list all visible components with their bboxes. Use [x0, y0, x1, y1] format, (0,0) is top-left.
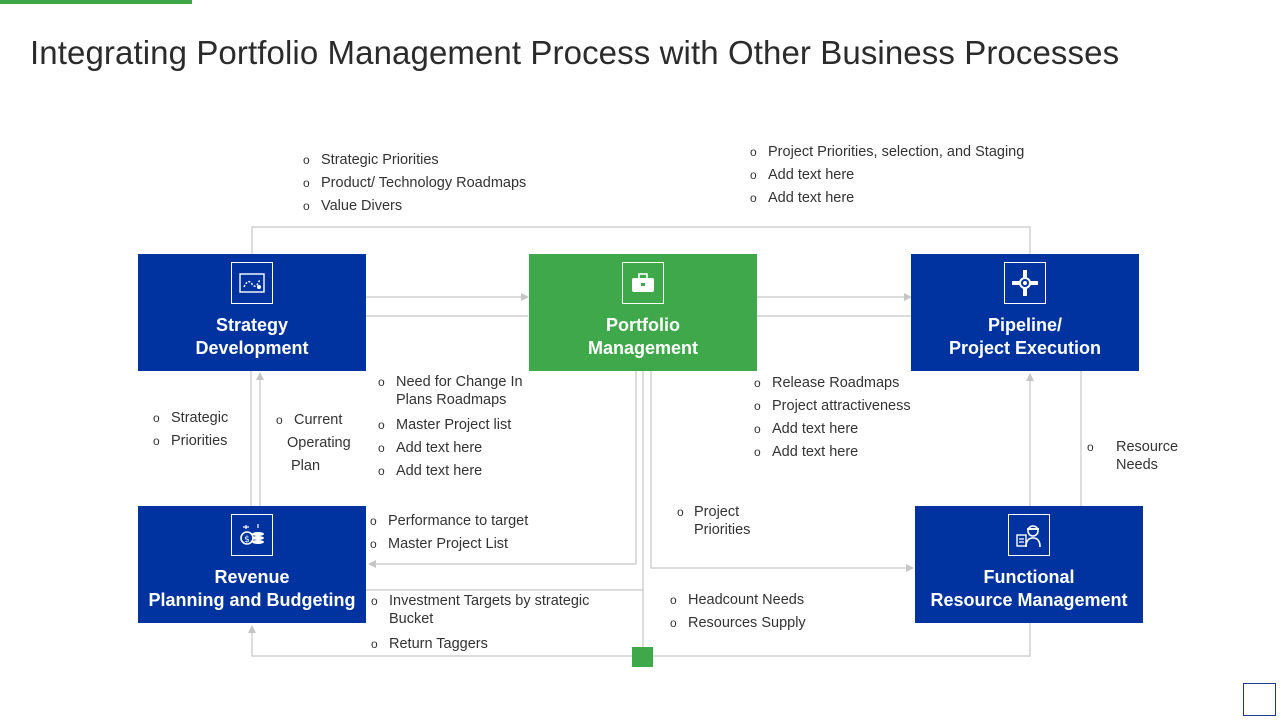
list-item: Value Divers: [303, 195, 526, 218]
revenue-line1: Revenue: [214, 567, 290, 587]
list-item: Add text here: [750, 164, 1024, 187]
note-center-right: Release Roadmaps Project attractiveness …: [754, 372, 911, 464]
list-item: Strategic: [153, 407, 228, 430]
portfolio-line2: Management: [587, 338, 699, 358]
connector-top-loop: [251, 226, 1031, 254]
note-left-outer: Strategic Priorities: [153, 407, 228, 453]
page-title: Integrating Portfolio Management Process…: [30, 34, 1120, 71]
center-hub-square: [632, 647, 653, 667]
list-item: Project attractiveness: [754, 395, 911, 418]
list-item: Product/ Technology Roadmaps: [303, 172, 526, 195]
functional-line1: Functional: [983, 567, 1075, 587]
list-item: Performance to target: [370, 510, 528, 533]
list-item: Need for Change In Plans Roadmaps: [378, 373, 538, 409]
list-item: Master Project list: [378, 414, 538, 437]
priorities-label: Priorities: [694, 522, 751, 538]
money-coins-icon: $: [231, 514, 273, 556]
pipeline-line2: Project Execution: [948, 338, 1102, 358]
project-label: Project: [694, 504, 740, 520]
engineer-icon: [1008, 514, 1050, 556]
resource-label: Resource: [1116, 439, 1179, 455]
operating-label: Operating: [287, 435, 351, 451]
note-bottom-low-left: Investment Targets by strategic Bucket R…: [371, 592, 611, 656]
list-item: Add text here: [750, 187, 1024, 210]
revenue-line2: Planning and Budgeting: [148, 590, 356, 610]
note-bottom-right: Headcount Needs Resources Supply: [670, 589, 806, 635]
connector-portfolio-functional: [650, 371, 914, 572]
accent-bar: [0, 0, 192, 4]
briefcase-icon: [622, 262, 664, 304]
list-item: Add text here: [754, 418, 911, 441]
list-item: Add text here: [378, 460, 538, 483]
note-center-left: Need for Change In Plans Roadmaps Master…: [378, 373, 538, 483]
strategy-line2: Development: [195, 338, 309, 358]
list-item: Project Priorities, selection, and Stagi…: [750, 141, 1024, 164]
list-item: Master Project List: [370, 533, 528, 556]
pipeline-line1: Pipeline/: [987, 315, 1062, 335]
list-item: Priorities: [153, 430, 228, 453]
roadmap-icon: [231, 262, 273, 304]
connector-portfolio-revenue: [368, 371, 637, 568]
pipeline-execution-box: Pipeline/Project Execution: [911, 254, 1139, 371]
functional-line2: Resource Management: [930, 590, 1128, 610]
list-item: Add text here: [378, 437, 538, 460]
note-top-left: Strategic Priorities Product/ Technology…: [303, 149, 526, 218]
plan-label: Plan: [291, 458, 321, 474]
current-label: Current: [294, 412, 343, 428]
note-top-right: Project Priorities, selection, and Stagi…: [750, 141, 1024, 210]
list-item: Headcount Needs: [670, 589, 806, 612]
list-item: Return Taggers: [371, 633, 611, 656]
portfolio-line1: Portfolio: [606, 315, 680, 335]
list-item: Investment Targets by strategic Bucket: [371, 592, 611, 628]
strategy-line1: Strategy: [215, 315, 289, 335]
note-bottom-mid-left: Performance to target Master Project Lis…: [370, 510, 528, 556]
needs-label: Needs: [1116, 457, 1158, 473]
list-item: Add text here: [754, 441, 911, 464]
pipeline-icon: [1004, 262, 1046, 304]
list-item: Resources Supply: [670, 612, 806, 635]
slide-corner-frame: [1243, 683, 1276, 716]
list-item: Strategic Priorities: [303, 149, 526, 172]
svg-text:$: $: [244, 535, 250, 545]
list-item: Release Roadmaps: [754, 372, 911, 395]
